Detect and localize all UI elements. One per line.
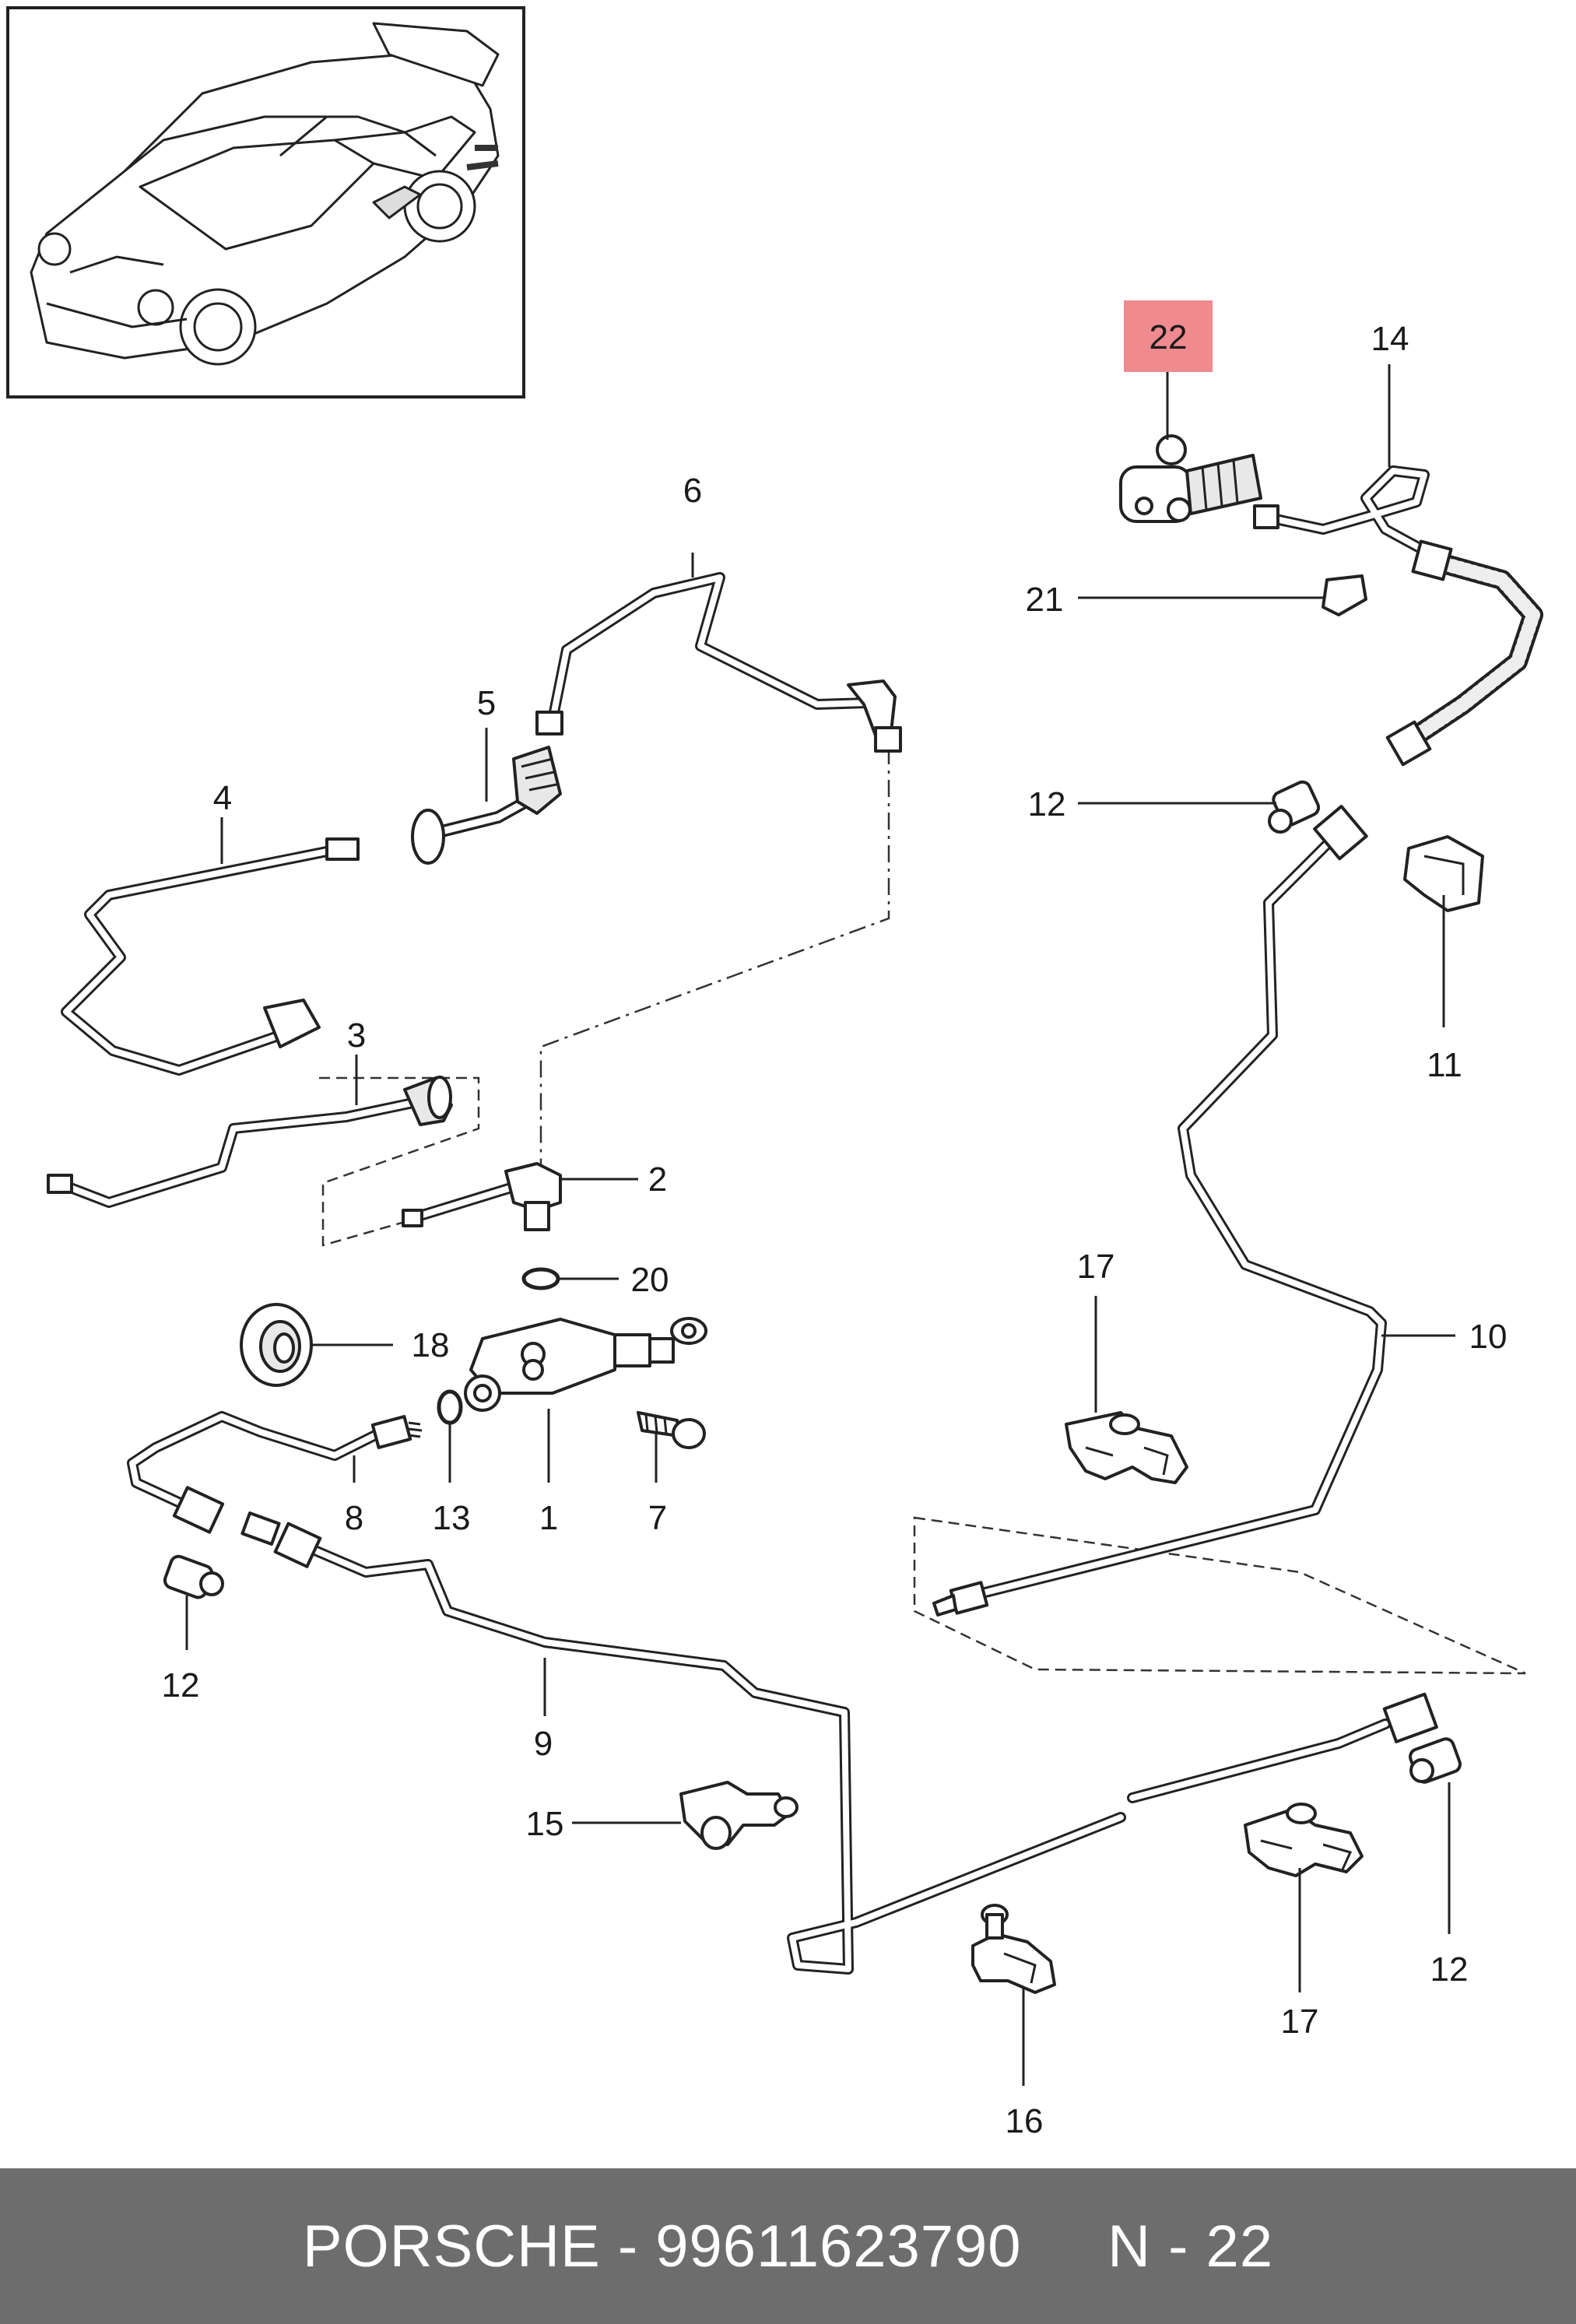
callout-12-top: 12 bbox=[1028, 785, 1066, 823]
callout-2: 2 bbox=[648, 1160, 667, 1199]
callout-13: 13 bbox=[433, 1499, 471, 1537]
pipe-10-fitting-top bbox=[1313, 805, 1368, 861]
callout-15: 15 bbox=[526, 1805, 564, 1843]
callout-20: 20 bbox=[631, 1261, 669, 1299]
callout-12-left: 12 bbox=[162, 1666, 200, 1704]
callout-22: 22 bbox=[1150, 318, 1188, 356]
pipe-10-lower-fitting bbox=[932, 1581, 989, 1617]
pipe-6-nut bbox=[874, 726, 902, 753]
pipe-8-end-fitting bbox=[172, 1486, 225, 1534]
car-illustration bbox=[30, 22, 500, 366]
part-17-clip-middle bbox=[1065, 1411, 1188, 1484]
leader-lines bbox=[185, 364, 1455, 2086]
callout-21: 21 bbox=[1026, 581, 1064, 619]
pipe-9-nut bbox=[240, 1511, 281, 1546]
callout-8: 8 bbox=[345, 1499, 363, 1537]
part-18-seal bbox=[240, 1303, 313, 1387]
part-16-clip bbox=[971, 1904, 1056, 1994]
part-5-hose-grommet bbox=[411, 746, 562, 865]
callout-16: 16 bbox=[1006, 2102, 1044, 2140]
pipe-14-fitting bbox=[1253, 504, 1279, 529]
callout-17-bottom: 17 bbox=[1281, 2003, 1319, 2041]
part-15-clip bbox=[679, 1781, 799, 1850]
part-17-clip-bottom bbox=[1244, 1803, 1364, 1877]
reference-lines bbox=[319, 747, 1526, 1675]
callout-9: 9 bbox=[534, 1725, 553, 1763]
part-11-bracket bbox=[1403, 835, 1484, 912]
callout-5: 5 bbox=[477, 684, 496, 722]
hose-14-fitting-top bbox=[1411, 539, 1453, 581]
part-1-master-cylinder bbox=[464, 1317, 707, 1412]
pipe-6-fitting-left bbox=[535, 711, 563, 735]
callout-12-bottom: 12 bbox=[1430, 1950, 1469, 1989]
callout-14: 14 bbox=[1371, 320, 1409, 358]
parts bbox=[47, 434, 1484, 1994]
footer-bar: PORSCHE - 99611623790 N - 22 bbox=[0, 2168, 1576, 2324]
pipe-4-elbow bbox=[263, 999, 321, 1048]
callout-labels: 22 14 6 21 5 12 4 11 3 2 20 17 18 10 8 1… bbox=[162, 300, 1508, 2140]
pipe-4-fitting bbox=[325, 837, 360, 861]
pipe-9-fitting bbox=[273, 1522, 322, 1568]
part-3-grommet bbox=[47, 1076, 453, 1194]
lower-pipe-end-fitting bbox=[1382, 1692, 1438, 1743]
callout-1: 1 bbox=[539, 1499, 558, 1537]
part-2-banjo bbox=[402, 1162, 562, 1231]
part-7-bolt bbox=[637, 1411, 706, 1449]
footer-part-number: PORSCHE - 99611623790 N - 22 bbox=[302, 2213, 1274, 2280]
part-12-nut-bottom bbox=[1409, 1737, 1462, 1784]
part-13-o-ring bbox=[437, 1389, 463, 1425]
callout-7: 7 bbox=[648, 1499, 667, 1537]
callout-3: 3 bbox=[347, 1016, 366, 1055]
hose-14-fitting-bottom bbox=[1385, 720, 1432, 767]
callout-22-highlight bbox=[1124, 300, 1213, 372]
callout-18: 18 bbox=[412, 1326, 450, 1364]
part-20-o-ring bbox=[521, 1267, 560, 1290]
callout-6: 6 bbox=[683, 472, 702, 510]
callout-10: 10 bbox=[1469, 1318, 1508, 1356]
car-thumbnail bbox=[6, 6, 525, 398]
callout-4: 4 bbox=[213, 779, 232, 817]
part-22-slave-cylinder bbox=[1119, 434, 1262, 523]
callout-17-middle: 17 bbox=[1077, 1248, 1115, 1286]
part-8-fitting bbox=[370, 1415, 423, 1449]
pipes bbox=[53, 465, 1543, 1975]
part-12-nut-left bbox=[163, 1554, 224, 1599]
part-21 bbox=[1322, 574, 1367, 616]
callout-11: 11 bbox=[1427, 1046, 1462, 1084]
part-12-nut-top bbox=[1268, 780, 1321, 834]
